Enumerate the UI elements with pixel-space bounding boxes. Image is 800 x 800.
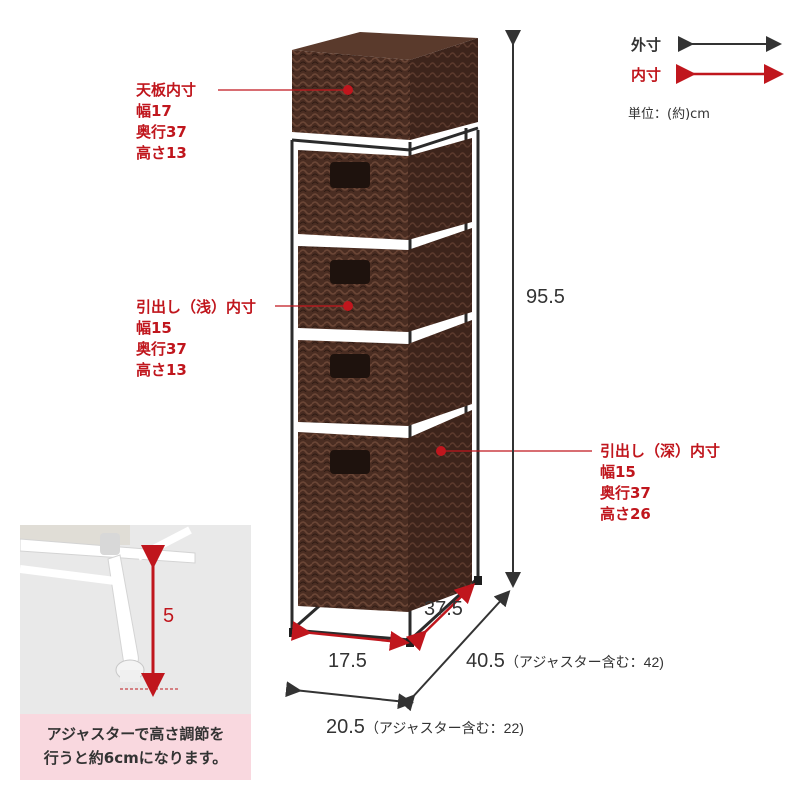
shallow-drawer-width: 幅15 bbox=[136, 319, 172, 337]
deep-drawer-width: 幅15 bbox=[600, 463, 636, 481]
outer-width-value: 20.5 bbox=[326, 716, 365, 738]
deep-drawer-label: 引出し（深）内寸 幅15 奥行37 高さ26 bbox=[600, 441, 720, 525]
outer-width-label: 20.5（アジャスター含む：22) bbox=[326, 716, 524, 739]
outer-width-note: （アジャスター含む：22) bbox=[364, 720, 524, 736]
top-basket bbox=[292, 32, 478, 140]
callout-dot-shallow bbox=[343, 301, 353, 311]
outer-width-arrow bbox=[285, 681, 414, 710]
outer-depth-note: （アジャスター含む：42) bbox=[504, 654, 664, 670]
top-panel-title: 天板内寸 bbox=[136, 81, 197, 99]
inner-depth-label: 37.5 bbox=[424, 598, 463, 620]
adjuster-caption-line1: アジャスターで高さ調節を bbox=[46, 725, 225, 743]
outer-depth-value: 40.5 bbox=[466, 650, 505, 672]
adjuster-illustration bbox=[20, 525, 251, 714]
outer-depth-arrow bbox=[398, 590, 511, 712]
shallow-drawer-title: 引出し（浅）内寸 bbox=[136, 298, 257, 316]
adjuster-caption: アジャスターで高さ調節を 行うと約6cmになります。 bbox=[20, 714, 251, 780]
top-panel-width: 幅17 bbox=[136, 102, 172, 120]
drawer-4-deep bbox=[298, 410, 472, 612]
top-panel-label: 天板内寸 幅17 奥行37 高さ13 bbox=[136, 80, 196, 164]
legend-outer-label: 外寸 bbox=[631, 36, 662, 54]
drawer-3 bbox=[298, 320, 472, 426]
deep-drawer-title: 引出し（深）内寸 bbox=[600, 442, 721, 460]
adjuster-height-label: 5 bbox=[163, 605, 175, 627]
drawer-1 bbox=[298, 138, 472, 240]
adjuster-caption-line2: 行うと約6cmになります。 bbox=[43, 749, 228, 767]
deep-drawer-depth: 奥行37 bbox=[600, 484, 651, 502]
drawer-2 bbox=[298, 228, 472, 332]
callout-dot-top bbox=[343, 85, 353, 95]
shallow-drawer-height: 高さ13 bbox=[136, 361, 187, 379]
total-height-label: 95.5 bbox=[526, 286, 565, 308]
legend-inner-label: 内寸 bbox=[631, 66, 662, 84]
callout-dot-deep bbox=[436, 446, 446, 456]
adjuster-detail-inset: 5 アジャスターで高さ調節を 行うと約6cmになります。 bbox=[20, 525, 251, 780]
top-panel-depth: 奥行37 bbox=[136, 123, 187, 141]
inner-width-arrow bbox=[291, 621, 410, 651]
shallow-drawer-depth: 奥行37 bbox=[136, 340, 187, 358]
inner-width-label: 17.5 bbox=[328, 650, 367, 672]
top-panel-height: 高さ13 bbox=[136, 144, 187, 162]
unit-label: 単位：(約)cm bbox=[628, 107, 710, 122]
shallow-drawer-label: 引出し（浅）内寸 幅15 奥行37 高さ13 bbox=[136, 297, 256, 381]
outer-depth-label: 40.5（アジャスター含む：42) bbox=[466, 650, 664, 673]
deep-drawer-height: 高さ26 bbox=[600, 505, 651, 523]
